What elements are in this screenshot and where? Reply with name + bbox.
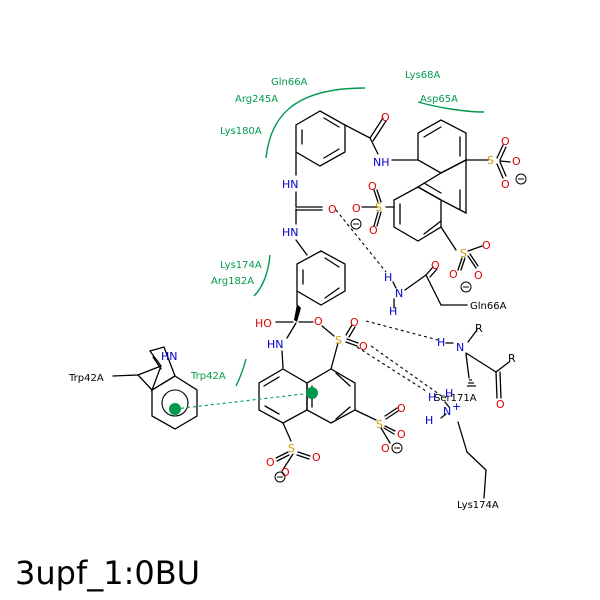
- hbond-so-lys: [370, 345, 444, 398]
- label-asp65: Asp65A: [420, 94, 458, 105]
- atom-lys-n: N: [443, 405, 451, 418]
- atom-ring-o: O: [314, 315, 323, 328]
- label-lys174: Lys174A: [220, 260, 262, 271]
- atom-ser-o: O: [496, 398, 505, 411]
- trp42-indole: [112, 346, 198, 430]
- hashed-bond: [467, 379, 476, 387]
- atom-s4: S: [335, 334, 342, 347]
- charge-s5: [391, 442, 403, 454]
- atom-s2-o2: O: [352, 202, 361, 215]
- charge-s2: [350, 218, 362, 230]
- atom-gln-n: N: [395, 287, 403, 300]
- atom-s1: S: [487, 154, 494, 167]
- label-lys174-backbone: Lys174A: [457, 500, 499, 511]
- arc-gln66-arg245: [265, 87, 366, 159]
- atom-s1-o1: O: [501, 135, 510, 148]
- atom-lys-plus: +: [452, 400, 461, 413]
- label-arg245: Arg245A: [235, 94, 278, 105]
- atom-s5-o1: O: [397, 402, 406, 415]
- atom-ser-r1: R: [475, 322, 483, 335]
- middle-benzene-ring: [296, 250, 346, 306]
- hbond-o-ser: [365, 320, 439, 341]
- atom-urea-hn-top: HN: [282, 178, 299, 191]
- top-benzene-ring: [295, 110, 346, 167]
- atom-lys-h2: H: [445, 387, 453, 400]
- atom-s3-o1: O: [482, 239, 491, 252]
- label-arg182: Arg182A: [211, 276, 254, 287]
- stereo-wedge: [294, 304, 301, 322]
- atom-trp-hn: HN: [161, 350, 178, 363]
- atom-lys-h1: H: [428, 391, 436, 404]
- atom-s6: S: [288, 442, 295, 455]
- atom-s2: S: [375, 201, 382, 214]
- atom-s6-o2: O: [312, 451, 321, 464]
- label-ser171-backbone: Ser171A: [434, 393, 477, 404]
- atom-hn-lower: HN: [267, 338, 284, 351]
- atom-s2-o1: O: [368, 180, 377, 193]
- atom-ser-n: N: [456, 341, 464, 354]
- atom-ser-r2: R: [508, 352, 516, 365]
- atom-gln-o: O: [431, 259, 440, 272]
- atom-s3-o2: O: [449, 268, 458, 281]
- atom-s1-o2: O: [512, 155, 521, 168]
- label-gln66-backbone: Gln66A: [470, 301, 507, 312]
- charge-s1: [515, 173, 527, 185]
- arc-lys174-arg182: [253, 254, 271, 297]
- atom-s6-o3: O: [281, 466, 290, 479]
- diagram-title: 3upf_1:0BU: [15, 554, 200, 592]
- hbond-urea-o-gln66: [335, 209, 387, 273]
- atom-s4-o2: O: [359, 340, 368, 353]
- atom-labels: O NH HN O HN HO O HN S O O O S O O O S O…: [161, 111, 521, 479]
- label-gln66: Gln66A: [271, 77, 308, 88]
- ligand-ring-centroid: [306, 387, 318, 399]
- atom-s4-o1: O: [350, 316, 359, 329]
- label-trp42-contact: Trp42A: [190, 371, 226, 382]
- charge-s6: [274, 471, 286, 483]
- label-trp42-backbone: Trp42A: [68, 373, 104, 384]
- atom-urea-hn-bottom: HN: [282, 226, 299, 239]
- atom-s3-o3: O: [474, 269, 483, 282]
- atom-s2-o3: O: [369, 224, 378, 237]
- label-lys68: Lys68A: [405, 70, 441, 81]
- atom-s3: S: [460, 247, 467, 260]
- atom-ho: HO: [255, 317, 272, 330]
- atom-s5: S: [376, 418, 383, 431]
- charge-s3: [460, 281, 472, 293]
- atom-s6-o1: O: [266, 456, 275, 469]
- atom-amide-o: O: [381, 111, 390, 124]
- atom-s5-o2: O: [397, 428, 406, 441]
- label-lys180: Lys180A: [220, 126, 262, 137]
- top-naphthalene: [393, 119, 467, 242]
- atom-gln-h2: H: [389, 305, 397, 318]
- arc-asp65: [417, 101, 485, 113]
- atom-s5-o3: O: [381, 442, 390, 455]
- hbond-so-ser: [356, 346, 427, 392]
- charges: [274, 173, 527, 483]
- atom-amide-nh: NH: [373, 156, 390, 169]
- atom-urea-o: O: [328, 203, 337, 216]
- arc-trp42: [235, 358, 247, 387]
- atom-ser-h: H: [437, 336, 445, 349]
- atom-lys-h3: H: [425, 414, 433, 427]
- atom-s1-o3: O: [501, 178, 510, 191]
- pi-stacking-line: [174, 392, 313, 410]
- atom-gln-h1: H: [384, 271, 392, 284]
